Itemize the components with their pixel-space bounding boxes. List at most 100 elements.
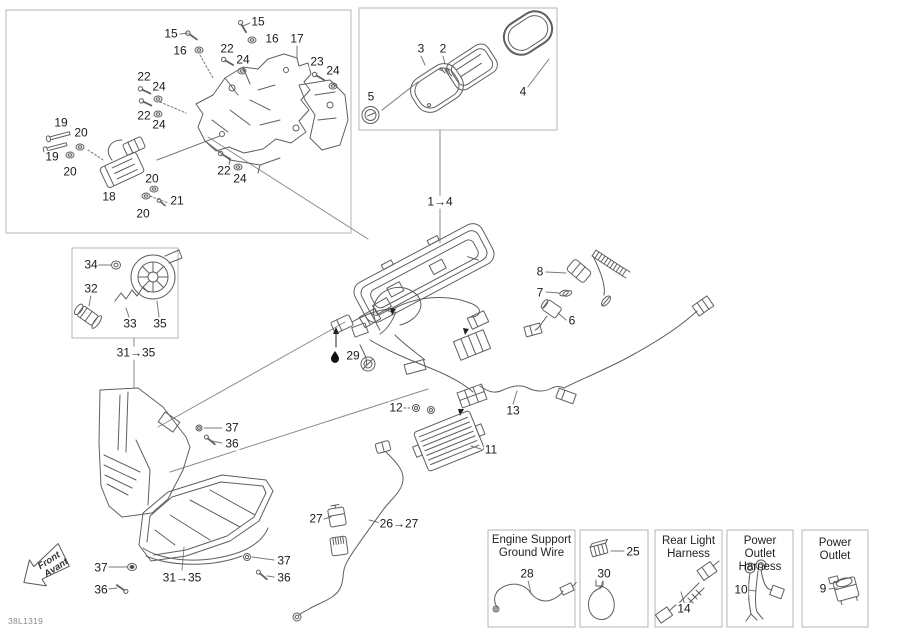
callout-22: 22 [136,108,152,123]
headlamp-bulb-inset-art [73,249,183,329]
gauge-support-art [353,223,495,323]
callout-15: 15 [163,26,179,41]
callout-33: 33 [122,316,138,331]
bolt-icon [42,142,68,154]
washer-icon [141,192,151,200]
nut-icon [243,553,251,561]
screw-icon [156,198,166,207]
relay-27 [327,503,347,528]
callout-13: 13 [505,403,521,418]
washer-icon [237,67,247,75]
callout-29: 29 [345,348,361,363]
headlamp-connector [330,314,354,334]
callout-22: 22 [219,41,235,56]
callout-16: 16 [172,43,188,58]
inset-box-steering-bracket [5,9,352,234]
headlight-lens [138,474,274,562]
callout-5: 5 [366,89,376,104]
callout-37: 37 [224,420,240,435]
round-socket [360,356,376,372]
washer-icon [127,563,137,571]
washer-icon [153,110,163,118]
connector-block [358,307,382,329]
callout-4: 4 [518,84,528,99]
washer-7 [559,289,573,297]
callout-30: 30 [596,566,612,581]
callout-10: 10 [733,582,749,597]
ring-terminal [292,612,302,622]
inset-title-power-outlet: Power Outlet [818,537,852,563]
inset-box-power-outlet [801,529,869,628]
callout-22: 22 [136,69,152,84]
washer-icon [75,143,85,151]
screw-icon [237,19,247,34]
callout-23: 23 [309,54,325,69]
inset-box-fuse-and-tie [579,529,649,628]
wire-connector [374,440,392,454]
callout-37: 37 [93,560,109,575]
inset-box-power-outlet-harness [726,529,794,628]
screw-icon [255,569,268,581]
screw-icon [137,86,152,95]
washer-icon [233,163,243,171]
screw-icon [220,56,235,66]
callout-24: 24 [232,171,248,186]
screw-icon [138,98,153,107]
reflector [130,249,183,300]
headlight-housing [98,387,191,518]
nut-icon [412,404,420,412]
assembly-arrow-icon [390,308,396,315]
callout-2: 2 [438,41,448,56]
bolt-icon [45,131,71,143]
washer-icon [328,82,338,90]
voltage-regulator [412,410,486,472]
power-outlet-9 [828,575,860,606]
callout-27: 27 [308,511,324,526]
headlight-art [98,387,274,594]
inset-title-engine-support-ground-wire: Engine Support Ground Wire [491,534,572,560]
callout-22: 22 [216,163,232,178]
ground-wire-28 [494,583,564,608]
callout-17: 17 [289,31,305,46]
callout-14: 14 [676,601,692,616]
socket-6-connector [523,322,543,338]
branch-connector [555,387,577,405]
bracket-side-plate [298,79,349,151]
screw-icon [116,584,129,594]
connector-block [403,359,427,375]
inset-box-gauge [358,7,558,131]
callout-19: 19 [44,149,60,164]
inset-title-power-outlet-harness: Power Outlet Harness [738,535,782,574]
callout-24: 24 [151,79,167,94]
nut-icon [427,406,435,414]
gauge-inset-art [361,10,554,124]
callout-36: 36 [93,582,109,597]
fuse-holder [456,383,488,409]
callout-34: 34 [83,257,99,272]
bulb-retainer-spring [114,286,149,302]
callout-20: 20 [62,164,78,179]
callout-36: 36 [224,436,240,451]
coiled-cord [591,249,627,277]
figure-code: 38L1319 [8,616,44,626]
inset-box-borders [5,7,869,628]
callout-24: 24 [151,117,167,132]
wire-26-27-art [292,440,404,622]
screw-icon [311,71,326,81]
gauge-seal [502,10,554,56]
callout-20: 20 [144,171,160,186]
front-direction-arrow: Front Avant [23,543,71,587]
washer-icon [153,95,163,103]
gauge-cluster [446,43,498,91]
inset-box-engine-support-ground-wire [487,529,576,628]
screw-icon [217,150,232,160]
callout-37: 37 [276,553,292,568]
gauge-support-mount-tab [379,311,397,335]
screw-icon [185,30,198,41]
washer-icon [194,46,204,54]
bottom-inset-parts-art [492,538,860,624]
gauge-screws [439,67,453,77]
callout-21: 21 [169,193,185,208]
cable-tie-30 [587,586,615,620]
